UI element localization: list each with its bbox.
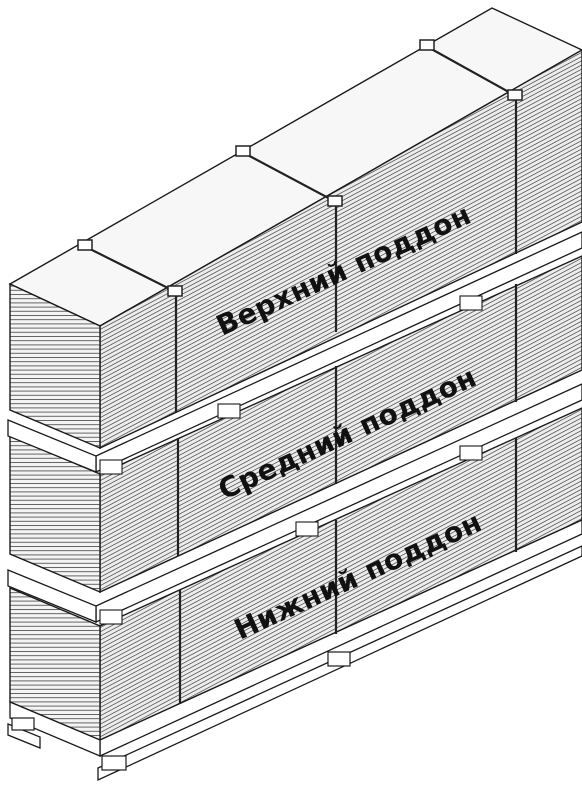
strap-clip-4 [328, 196, 342, 206]
board-2-block-1 [100, 610, 122, 624]
board-2-block-2 [296, 522, 318, 536]
strap-clip-2 [168, 286, 182, 296]
strap-clip-6 [508, 90, 522, 100]
bottom-block-2 [12, 718, 34, 730]
board-1-block-3 [460, 296, 482, 310]
board-1-block-2 [218, 404, 240, 418]
bottom-block-3 [328, 652, 350, 666]
strap-clip-1 [78, 240, 92, 250]
strap-clip-3 [236, 146, 250, 156]
strap-clip-5 [420, 40, 434, 50]
board-1-block-1 [100, 460, 122, 474]
board-2-block-3 [460, 446, 482, 460]
bottom-block-1 [102, 756, 126, 770]
